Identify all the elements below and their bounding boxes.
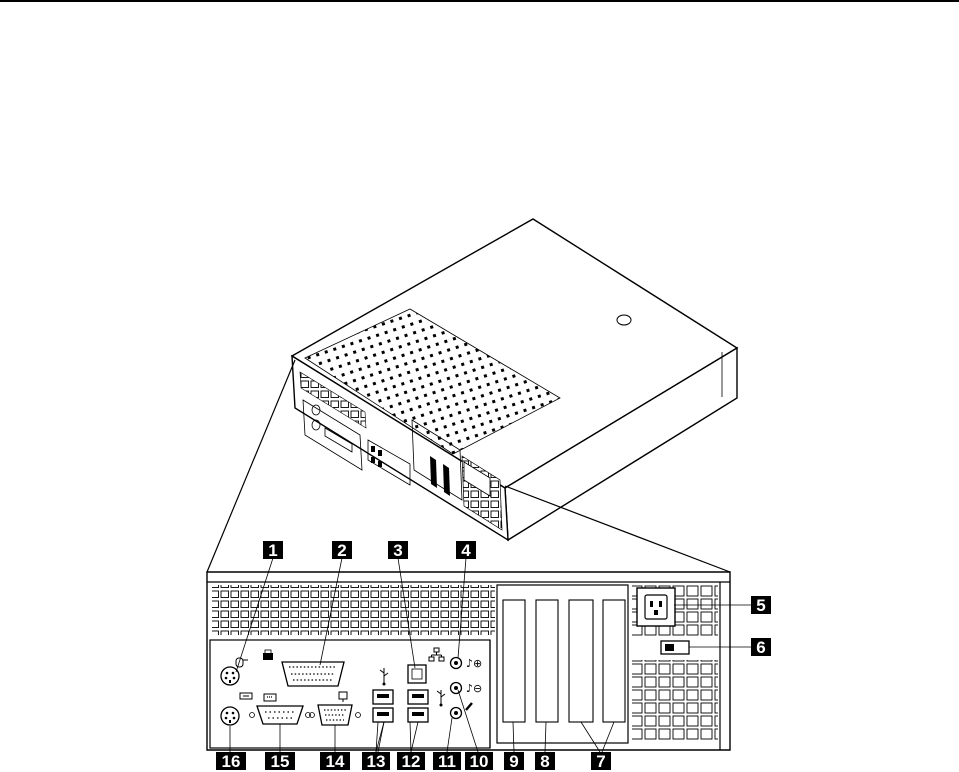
expansion-slot-9 [503,600,525,722]
line-out-jack [451,683,462,694]
svg-text:9: 9 [509,752,518,771]
svg-text:10: 10 [470,752,489,771]
svg-text:8: 8 [540,752,549,771]
parallel-connector [282,662,344,686]
callout-11: 11 [433,752,461,771]
mouse-connector [221,667,239,685]
callout-10: 10 [465,752,493,771]
cover-lock [617,315,631,325]
svg-text:2: 2 [337,541,346,560]
callout-3: 3 [388,541,408,560]
svg-text:4: 4 [461,541,471,560]
svg-text:16: 16 [222,752,241,771]
svg-text:3: 3 [393,541,402,560]
svg-text:13: 13 [367,752,386,771]
power-connector [637,588,675,626]
svg-text:5: 5 [756,596,765,615]
top-vent-grid [212,585,495,635]
callout-16: 16 [216,752,246,771]
callout-2: 2 [332,541,352,560]
rear-panel-enlarged: ♪⊕ ♪⊖ [207,558,751,752]
expansion-slot-7a [569,600,593,722]
callout-13: 13 [362,752,390,771]
callout-15: 15 [265,752,295,771]
expansion-slot-8 [536,600,558,722]
svg-text:14: 14 [326,752,345,771]
svg-text:♪⊖: ♪⊖ [466,682,482,695]
ethernet-connector [408,665,426,683]
computer-3d-view [0,0,737,572]
svg-text:♪⊕: ♪⊕ [466,657,482,670]
svg-text:15: 15 [271,752,290,771]
expansion-slot-7b [603,600,625,722]
psu-vent-bottom [632,660,718,740]
voltage-switch [661,641,689,654]
line-in-icon: ♪⊕ [466,657,482,670]
callout-9: 9 [504,752,524,771]
line-out-icon: ♪⊖ [466,682,482,695]
line-in-jack [451,658,462,669]
callout-4: 4 [456,541,476,560]
svg-text:6: 6 [756,638,765,657]
svg-text:1: 1 [268,541,277,560]
callout-1: 1 [263,541,283,560]
callout-8: 8 [535,752,555,771]
callout-6: 6 [751,638,771,657]
keyboard-connector [221,707,239,725]
svg-text:11: 11 [438,752,456,771]
callout-7: 7 [591,752,611,771]
svg-text:12: 12 [402,752,421,771]
callout-5: 5 [751,596,771,615]
microphone-jack [451,708,462,719]
svg-text:7: 7 [596,752,605,771]
callout-12: 12 [397,752,425,771]
callout-14: 14 [320,752,350,771]
